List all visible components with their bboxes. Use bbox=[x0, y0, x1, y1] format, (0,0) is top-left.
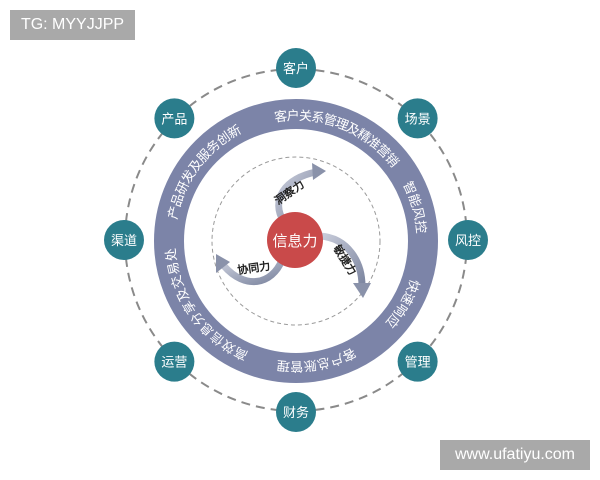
satellite-label: 渠道 bbox=[111, 234, 137, 249]
satellite-node: 风控 bbox=[448, 220, 488, 260]
satellite-node: 财务 bbox=[276, 392, 316, 432]
satellite-label: 风控 bbox=[455, 234, 481, 249]
satellite-label: 管理 bbox=[405, 356, 431, 371]
satellite-circle bbox=[448, 220, 488, 260]
watermark-bottom-right: www.ufatiyu.com bbox=[440, 440, 590, 470]
arrow-collaboration bbox=[216, 254, 286, 285]
inner-dashed-circle bbox=[211, 156, 381, 326]
arrow-insight bbox=[275, 163, 326, 224]
satellite-label: 场景 bbox=[405, 112, 431, 127]
satellite-circle bbox=[276, 392, 316, 432]
center-label: 信息力 bbox=[272, 232, 317, 250]
satellite-circle bbox=[276, 48, 316, 88]
satellite-node: 客户 bbox=[276, 48, 316, 88]
arrow-agility bbox=[319, 232, 371, 298]
ring bbox=[154, 99, 438, 383]
center-circle bbox=[267, 212, 323, 268]
satellite-circle bbox=[397, 341, 438, 382]
satellite-circle bbox=[154, 341, 195, 382]
satellite-label: 财务 bbox=[283, 405, 309, 421]
satellite-circle bbox=[397, 98, 438, 139]
satellite-label: 运营 bbox=[161, 356, 187, 371]
ring-label: 高效信息分享及交易处理 bbox=[0, 0, 250, 363]
satellite-node: 场景 bbox=[397, 98, 438, 139]
satellite-node: 产品 bbox=[154, 98, 195, 139]
satellite-label: 产品 bbox=[161, 112, 187, 127]
satellite-node: 渠道 bbox=[104, 220, 144, 260]
satellite-node: 管理 bbox=[397, 341, 438, 382]
satellite-circle bbox=[154, 98, 195, 139]
arrow-label: 协同力 bbox=[236, 259, 271, 277]
satellite-label: 客户 bbox=[283, 61, 309, 77]
satellite-node: 运营 bbox=[154, 341, 195, 382]
satellite-circle bbox=[104, 220, 144, 260]
watermark-top-left: TG: MYYJJPP bbox=[10, 10, 135, 40]
